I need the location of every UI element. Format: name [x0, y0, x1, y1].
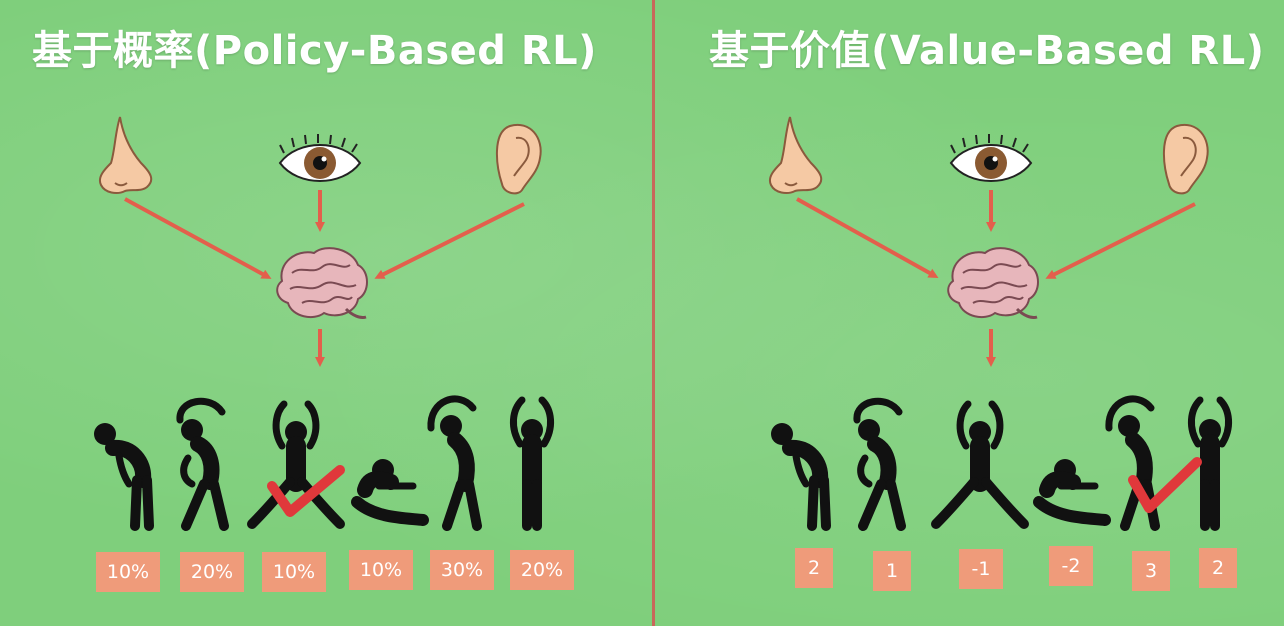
brain-icon	[276, 247, 368, 319]
checkmark-icon	[1128, 457, 1202, 513]
nose-icon	[99, 116, 153, 194]
panel-title: 基于价值(Value-Based RL)	[709, 28, 1265, 74]
side-stretch-pose-icon	[176, 397, 229, 531]
arrow-nose-to-brain	[124, 197, 272, 279]
sitting-pose-icon	[1033, 459, 1111, 526]
value-label: 1	[873, 551, 911, 591]
probability-label: 20%	[180, 552, 244, 592]
squat-arms-up-pose-icon	[247, 400, 345, 529]
eye-icon	[949, 134, 1033, 182]
sitting-pose-icon	[351, 459, 429, 526]
nose-icon	[769, 116, 823, 194]
panel-divider	[652, 0, 655, 626]
value-diagram	[769, 116, 1232, 531]
squat-arms-up-pose-icon	[931, 400, 1029, 529]
probability-label: 10%	[349, 550, 413, 590]
probability-label: 20%	[510, 550, 574, 590]
bow-pose-icon	[94, 423, 154, 531]
arrow-ear-to-brain	[1045, 202, 1196, 279]
arrow-nose-to-brain	[796, 197, 939, 278]
probability-label: 10%	[262, 552, 326, 592]
value-label: -2	[1049, 546, 1093, 586]
arms-up-pose-icon	[1188, 396, 1232, 531]
side-stretch-pose-icon	[853, 397, 906, 531]
arrow-ear-to-brain	[374, 202, 525, 279]
eye-icon	[278, 134, 362, 182]
bow-pose-icon	[771, 423, 831, 531]
checkmark-icon	[267, 465, 345, 517]
arms-up-pose-icon	[510, 396, 554, 531]
value-label: -1	[959, 549, 1003, 589]
brain-icon	[947, 247, 1039, 319]
side-stretch-pose-icon	[427, 395, 482, 531]
ear-icon	[495, 123, 542, 195]
value-label: 2	[1199, 548, 1237, 588]
probability-label: 10%	[96, 552, 160, 592]
policy-diagram	[94, 116, 554, 531]
policy-based-panel: 基于概率(Policy-Based RL)	[32, 28, 597, 592]
value-label: 2	[795, 548, 833, 588]
value-based-panel: 基于价值(Value-Based RL)	[655, 0, 1284, 626]
panel-title: 基于概率(Policy-Based RL)	[32, 28, 597, 74]
value-label: 3	[1132, 551, 1170, 591]
probability-label: 30%	[430, 550, 494, 590]
ear-icon	[1162, 123, 1209, 195]
